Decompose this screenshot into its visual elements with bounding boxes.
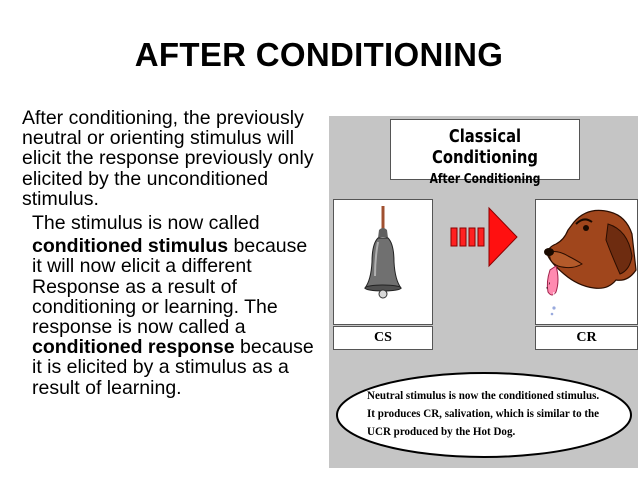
- paragraph-3-text: because it will now elicit a different R…: [32, 235, 308, 339]
- bell-icon: [364, 206, 402, 299]
- caption-oval: [336, 372, 632, 458]
- paragraph-3: conditioned stimulus because it will now…: [20, 236, 318, 398]
- caption-text: Neutral stimulus is now the conditioned …: [367, 388, 600, 438]
- paragraph-2: The stimulus is now called: [32, 212, 260, 235]
- cs-label: CS: [333, 326, 433, 350]
- term-conditioned-stimulus: conditioned stimulus: [32, 235, 229, 258]
- figure-title: Classical Conditioning: [431, 126, 539, 168]
- slide-title: AFTER CONDITIONING: [134, 36, 504, 73]
- figure: Classical Conditioning After Conditionin…: [329, 116, 638, 468]
- paragraph-1: After conditioning, the previously neutr…: [22, 107, 314, 210]
- arrow-icon: [450, 206, 518, 268]
- svg-text:,’: ,’: [546, 281, 551, 290]
- term-conditioned-response: conditioned response: [32, 336, 235, 359]
- body-text: After conditioning, the previously neutr…: [20, 108, 318, 398]
- paragraph-3-end: because it is elicited by a stimulus as …: [32, 336, 314, 399]
- figure-title-box: Classical Conditioning After Conditionin…: [390, 119, 580, 187]
- figure-subtitle: After Conditioning: [429, 172, 541, 187]
- cs-panel: [333, 199, 433, 325]
- cr-panel: ,’: [535, 199, 638, 325]
- dog-icon: ,’: [544, 209, 637, 316]
- cr-label: CR: [535, 326, 638, 350]
